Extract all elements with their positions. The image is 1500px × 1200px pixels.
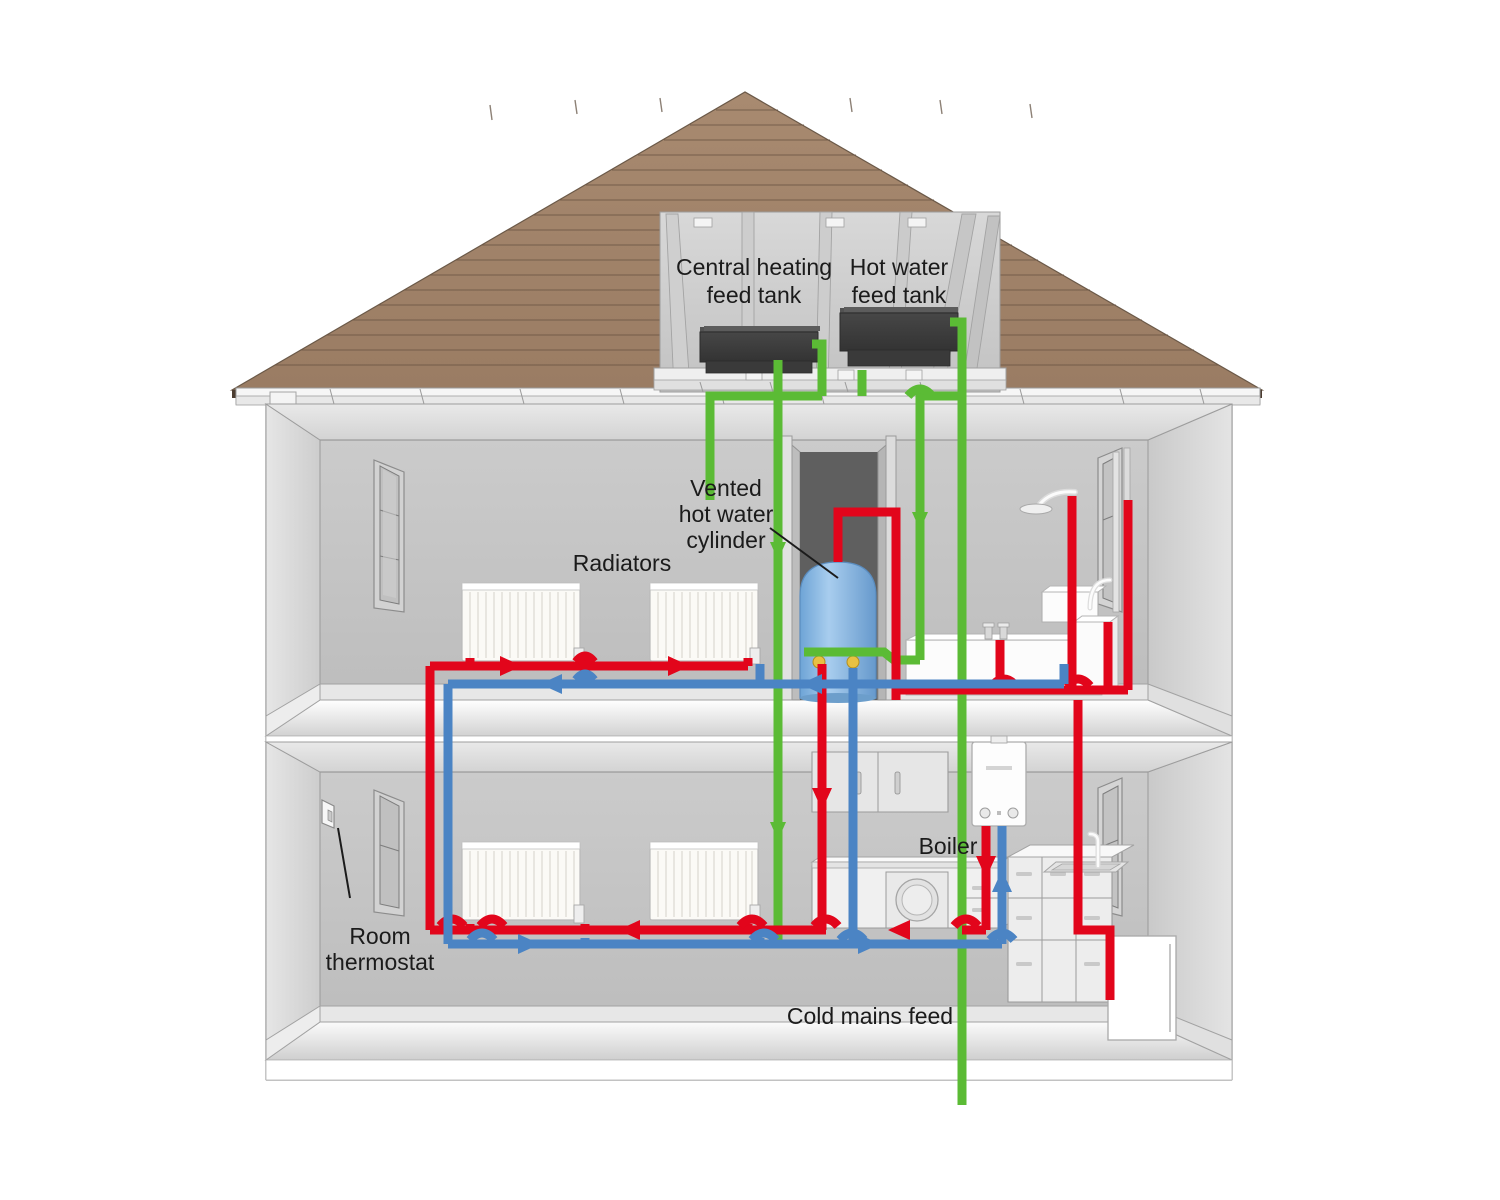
left-window-lower	[373, 789, 405, 917]
radiator-lower-right	[649, 841, 761, 924]
ch-feed-tank-label-line1: Central heating	[676, 254, 832, 280]
ch-feed-tank-label-line2: feed tank	[707, 282, 802, 308]
return-arrows	[518, 674, 1012, 954]
cold-feed-arrows	[770, 512, 928, 840]
cylinder-label-line1: Vented	[690, 475, 762, 501]
kitchen-right-units	[1007, 844, 1135, 1003]
return-pipe-crossovers	[466, 669, 1018, 944]
boiler-control-dial[interactable]	[979, 807, 991, 819]
cylinder-leader	[769, 527, 839, 579]
hw-feed-tank-label-line1: Hot water	[850, 254, 949, 280]
hot-flow-arrows	[500, 656, 996, 940]
label-room-thermostat: Room thermostat	[326, 923, 435, 975]
label-central-heating-feed-tank: Central heating feed tank	[676, 254, 832, 308]
radiator-valve[interactable]	[749, 647, 761, 665]
label-hot-water-feed-tank: Hot water feed tank	[850, 254, 949, 308]
kitchen-wall-cabinets	[811, 751, 949, 813]
fridge	[1107, 935, 1177, 1041]
cabinet-handle[interactable]	[894, 771, 901, 795]
label-radiators: Radiators	[573, 550, 671, 576]
leader-lines	[337, 527, 839, 899]
radiator-upper-left	[461, 582, 585, 665]
cold-feed-tee-joints	[904, 384, 936, 400]
cylinder-label-line3: cylinder	[686, 527, 766, 553]
radiator-lower-left	[461, 841, 585, 924]
shower-head	[1019, 488, 1078, 515]
radiator-valve[interactable]	[573, 904, 585, 924]
central-heating-feed-tank	[699, 326, 820, 374]
drawer-handle[interactable]	[1016, 872, 1100, 966]
label-cold-mains-feed: Cold mains feed	[787, 1003, 953, 1029]
thermostat-leader	[337, 827, 351, 899]
label-boiler: Boiler	[919, 833, 978, 859]
bath-taps	[982, 622, 1010, 640]
kitchen-worktop-and-base-units	[810, 855, 1010, 929]
kitchen-sink	[1042, 861, 1130, 873]
cold-feed-pipes	[705, 317, 967, 1105]
label-vented-hot-water-cylinder: Vented hot water cylinder	[679, 475, 774, 553]
roof-tile-joints	[489, 97, 1033, 121]
left-window-upper	[373, 459, 405, 613]
sink-tap	[1087, 831, 1101, 869]
thermostat-label-line2: thermostat	[326, 949, 435, 975]
hw-feed-tank-label-line2: feed tank	[852, 282, 947, 308]
cylinder-label-line2: hot water	[679, 501, 774, 527]
boiler-control-dial[interactable]	[1007, 807, 1019, 819]
basin-tap	[1087, 577, 1113, 611]
boiler	[971, 735, 1027, 827]
hot-water-feed-tank	[839, 307, 959, 367]
thermostat-label-line1: Room	[349, 923, 410, 949]
radiator-upper-right	[649, 582, 761, 665]
room-thermostat[interactable]	[321, 799, 335, 829]
